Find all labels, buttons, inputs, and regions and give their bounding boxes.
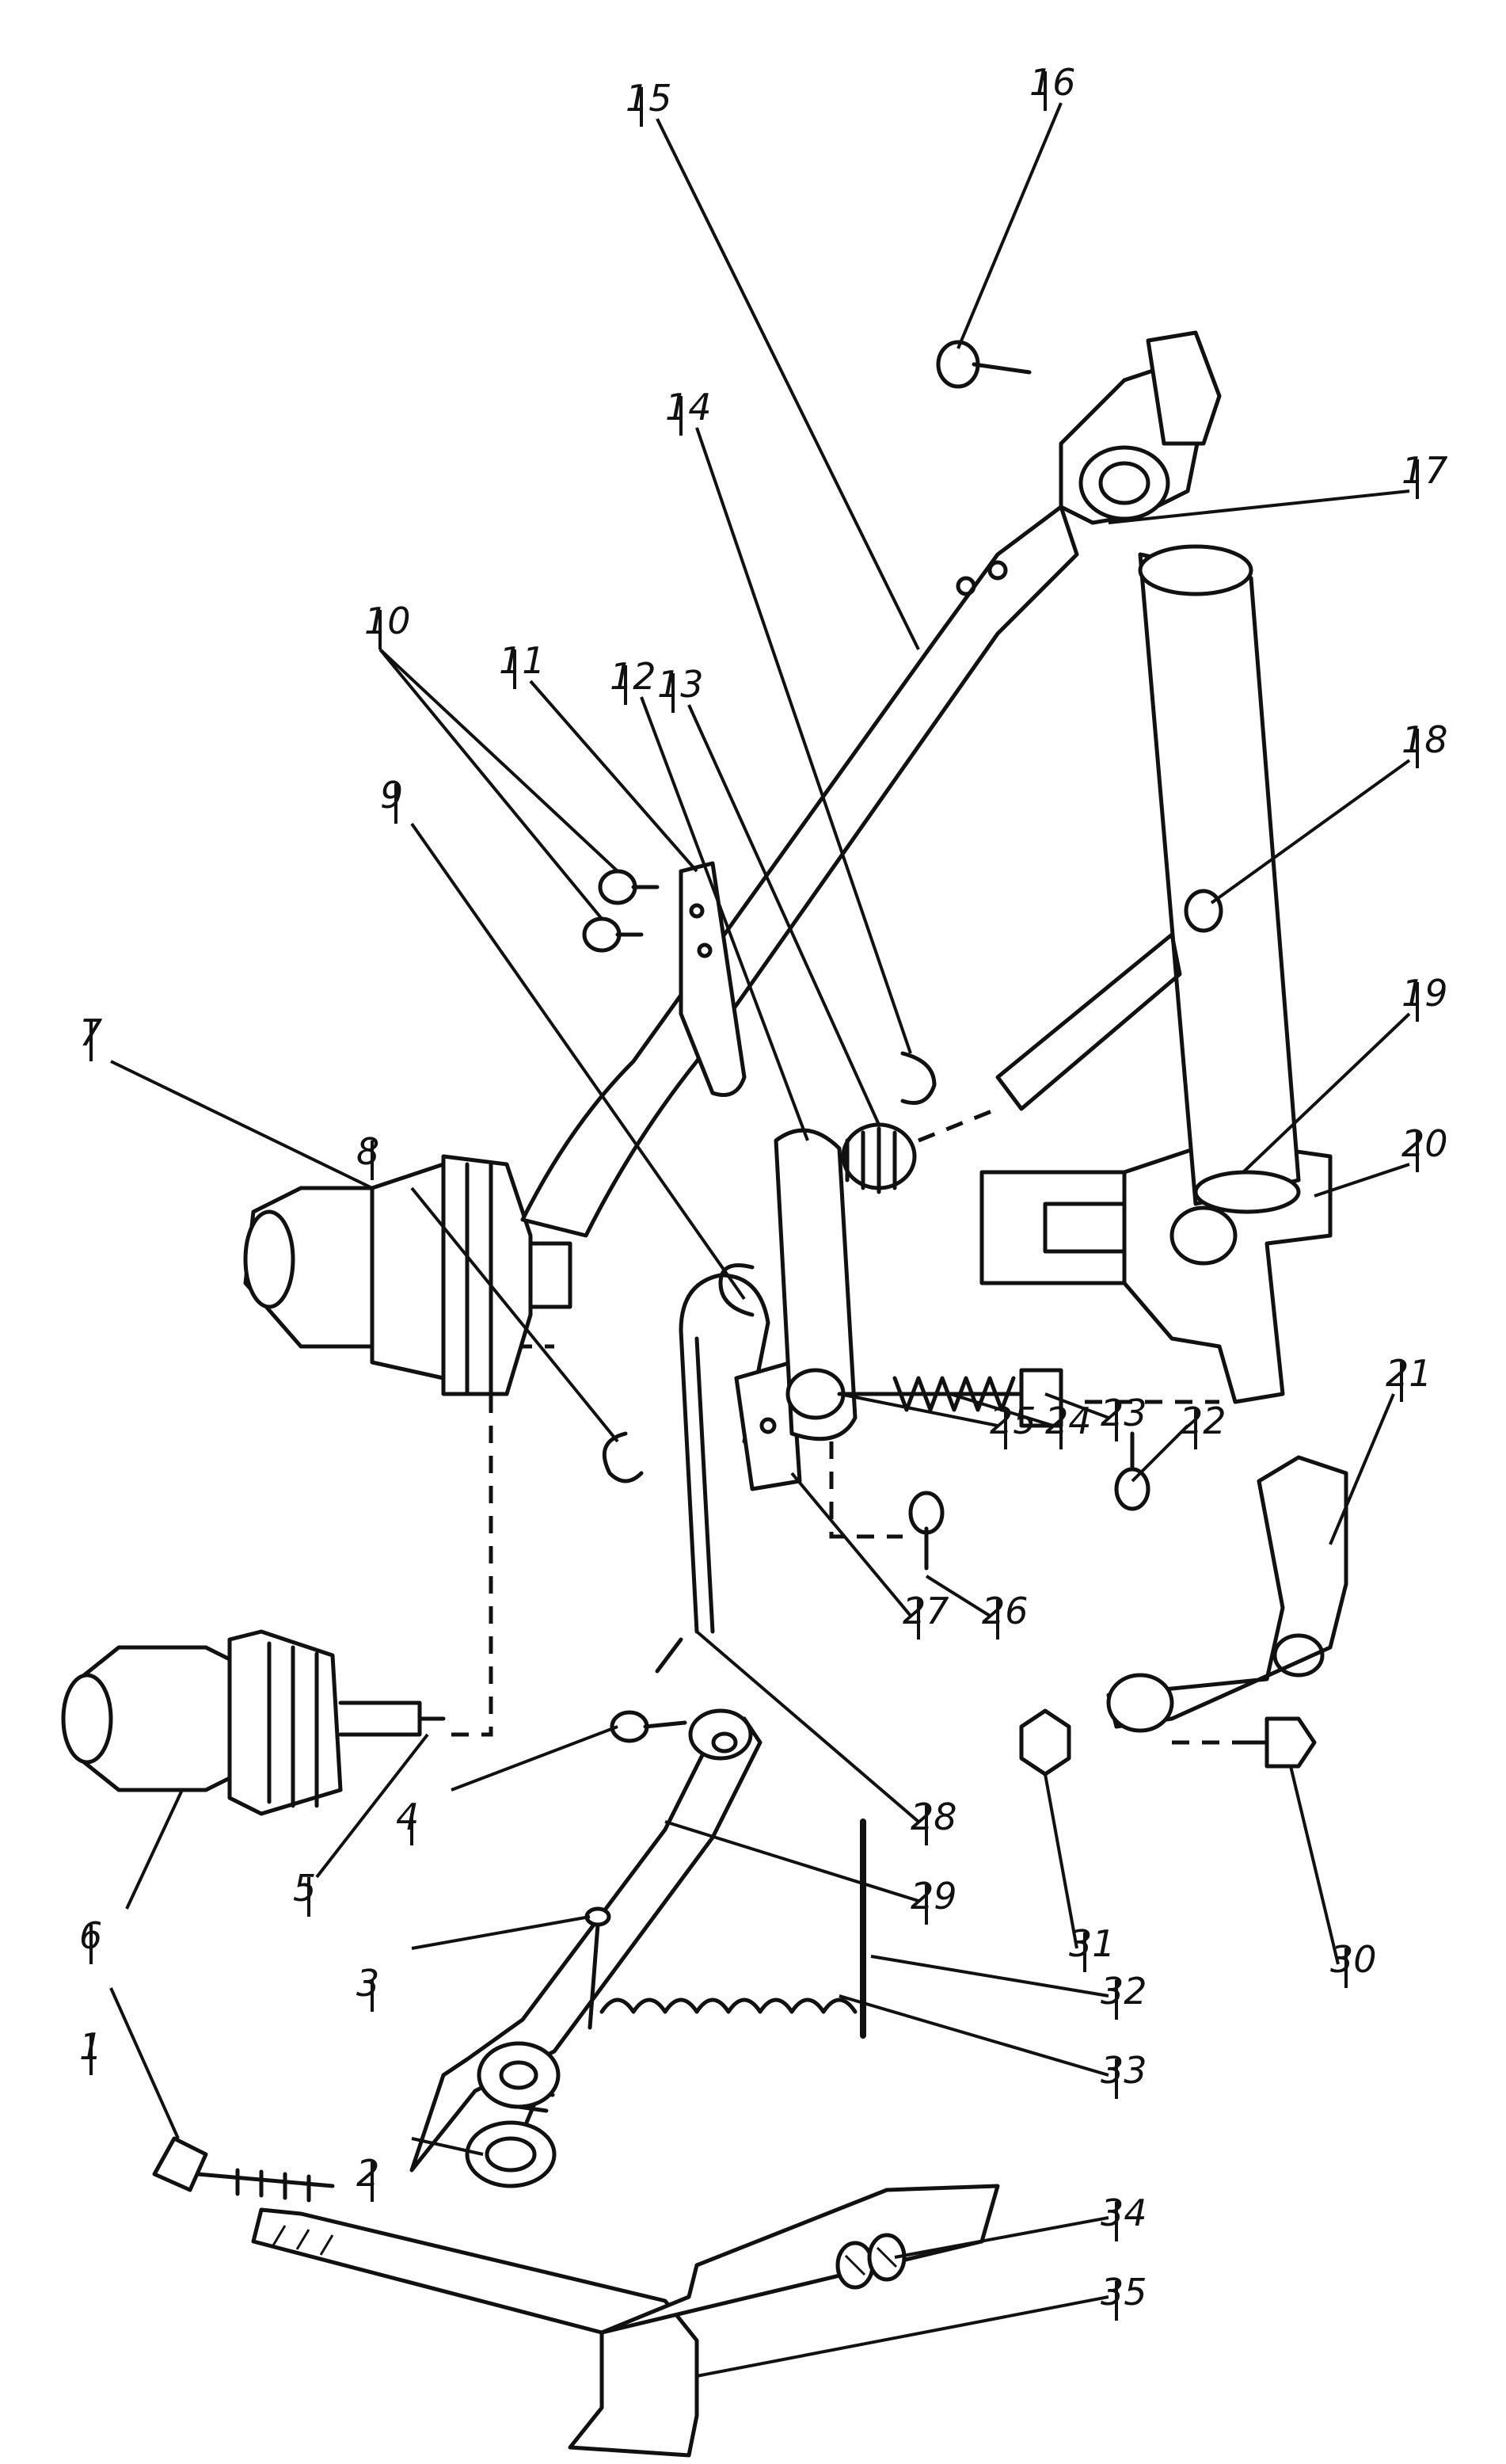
label-7: 7 bbox=[79, 1011, 373, 1190]
svg-text:26: 26 bbox=[982, 1590, 1029, 1632]
part-17-clamp bbox=[1059, 330, 1222, 525]
svg-text:19: 19 bbox=[1401, 972, 1448, 1015]
part-4-screw bbox=[610, 1710, 687, 1743]
part-labels: 1 2 3 4 5 6 7 8 9 10 11 12 13 14 15 16 1… bbox=[79, 61, 1448, 2378]
part-21-arm bbox=[1106, 1455, 1348, 1733]
part-26-screw bbox=[829, 1441, 945, 1571]
label-16: 16 bbox=[956, 61, 1076, 349]
label-33: 33 bbox=[839, 1994, 1147, 2099]
svg-text:7: 7 bbox=[79, 1011, 102, 1054]
label-23: 23 bbox=[1044, 1392, 1147, 1441]
part-18-pin bbox=[1184, 889, 1223, 933]
label-32: 32 bbox=[870, 1955, 1147, 2020]
label-31: 31 bbox=[1044, 1773, 1116, 1972]
part-12-lever-plate bbox=[774, 1128, 858, 1441]
label-35: 35 bbox=[696, 2271, 1147, 2378]
part-22-screw bbox=[1114, 1431, 1150, 1511]
svg-text:23: 23 bbox=[1101, 1392, 1147, 1434]
label-8: 8 bbox=[356, 1130, 619, 1443]
part-8-clip bbox=[602, 1431, 644, 1483]
svg-text:13: 13 bbox=[657, 663, 704, 706]
label-17: 17 bbox=[1108, 449, 1448, 524]
part-6-knob bbox=[61, 1629, 422, 1816]
svg-text:9: 9 bbox=[380, 774, 403, 817]
svg-text:14: 14 bbox=[665, 386, 712, 428]
label-26: 26 bbox=[925, 1575, 1029, 1639]
label-18: 18 bbox=[1210, 718, 1448, 904]
svg-text:35: 35 bbox=[1101, 2271, 1147, 2314]
label-21: 21 bbox=[1329, 1352, 1432, 1545]
label-29: 29 bbox=[664, 1820, 957, 1925]
svg-text:24: 24 bbox=[1045, 1400, 1092, 1442]
label-3: 3 bbox=[356, 1915, 591, 2012]
label-1: 1 bbox=[79, 1987, 180, 2139]
part-1-screw bbox=[152, 2136, 335, 2203]
svg-text:20: 20 bbox=[1401, 1122, 1448, 1165]
svg-text:25: 25 bbox=[990, 1400, 1036, 1442]
part-15-long-arm bbox=[520, 505, 1079, 1238]
svg-text:28: 28 bbox=[911, 1796, 957, 1838]
svg-text:2: 2 bbox=[356, 2152, 379, 2195]
part-33-spring bbox=[599, 1997, 858, 2014]
part-7-knob-assembly bbox=[243, 1154, 572, 1396]
label-4: 4 bbox=[396, 1725, 618, 1845]
svg-text:6: 6 bbox=[79, 1914, 102, 1957]
label-15: 15 bbox=[626, 77, 920, 650]
svg-text:29: 29 bbox=[911, 1875, 957, 1918]
svg-text:34: 34 bbox=[1101, 2192, 1147, 2234]
part-14-clip bbox=[900, 1051, 937, 1105]
part-35-bracket bbox=[251, 2184, 1000, 2458]
label-10: 10 bbox=[364, 600, 619, 920]
part-19-shaft bbox=[995, 544, 1301, 1214]
label-27: 27 bbox=[790, 1472, 949, 1639]
label-25: 25 bbox=[839, 1392, 1036, 1449]
svg-text:1: 1 bbox=[79, 2025, 102, 2068]
part-11-small-lever bbox=[679, 861, 747, 1097]
svg-text:12: 12 bbox=[610, 655, 656, 698]
part-16-screw bbox=[936, 340, 1032, 389]
svg-text:10: 10 bbox=[364, 600, 411, 642]
label-12: 12 bbox=[610, 655, 809, 1141]
label-28: 28 bbox=[695, 1630, 957, 1845]
part-13-collar bbox=[841, 1106, 998, 1194]
part-24-spring bbox=[892, 1376, 1016, 1412]
part-31-nut bbox=[1019, 1708, 1071, 1777]
label-9: 9 bbox=[380, 774, 746, 1301]
label-5: 5 bbox=[293, 1733, 429, 1917]
svg-text:17: 17 bbox=[1401, 449, 1448, 492]
svg-text:4: 4 bbox=[396, 1796, 419, 1838]
label-24: 24 bbox=[949, 1392, 1092, 1449]
svg-text:18: 18 bbox=[1401, 718, 1448, 761]
svg-text:15: 15 bbox=[626, 77, 672, 120]
label-30: 30 bbox=[1289, 1765, 1377, 1988]
part-29-lever bbox=[409, 1708, 763, 2173]
label-2: 2 bbox=[356, 2137, 484, 2202]
label-19: 19 bbox=[1242, 972, 1448, 1174]
svg-text:11: 11 bbox=[499, 639, 546, 682]
label-34: 34 bbox=[894, 2192, 1147, 2259]
label-13: 13 bbox=[657, 663, 880, 1125]
label-6: 6 bbox=[79, 1789, 184, 1964]
part-3-pin bbox=[584, 1906, 611, 2030]
svg-text:21: 21 bbox=[1386, 1352, 1432, 1395]
part-9-clip bbox=[718, 1263, 755, 1317]
svg-text:31: 31 bbox=[1069, 1922, 1116, 1965]
svg-text:33: 33 bbox=[1101, 2049, 1147, 2092]
svg-text:32: 32 bbox=[1101, 1970, 1147, 2013]
label-14: 14 bbox=[665, 386, 912, 1054]
svg-text:16: 16 bbox=[1029, 61, 1076, 104]
part-30-bolt bbox=[1172, 1716, 1317, 1769]
label-22: 22 bbox=[1131, 1400, 1226, 1483]
svg-text:30: 30 bbox=[1330, 1938, 1377, 1981]
svg-text:22: 22 bbox=[1180, 1400, 1226, 1442]
label-11: 11 bbox=[499, 639, 698, 873]
assembly-line-6-7 bbox=[451, 1344, 554, 1737]
label-20: 20 bbox=[1314, 1122, 1448, 1198]
svg-text:5: 5 bbox=[293, 1867, 316, 1910]
svg-text:3: 3 bbox=[356, 1962, 379, 2005]
part-34-screws bbox=[835, 2233, 907, 2290]
svg-text:8: 8 bbox=[356, 1130, 379, 1173]
svg-text:27: 27 bbox=[903, 1590, 949, 1632]
